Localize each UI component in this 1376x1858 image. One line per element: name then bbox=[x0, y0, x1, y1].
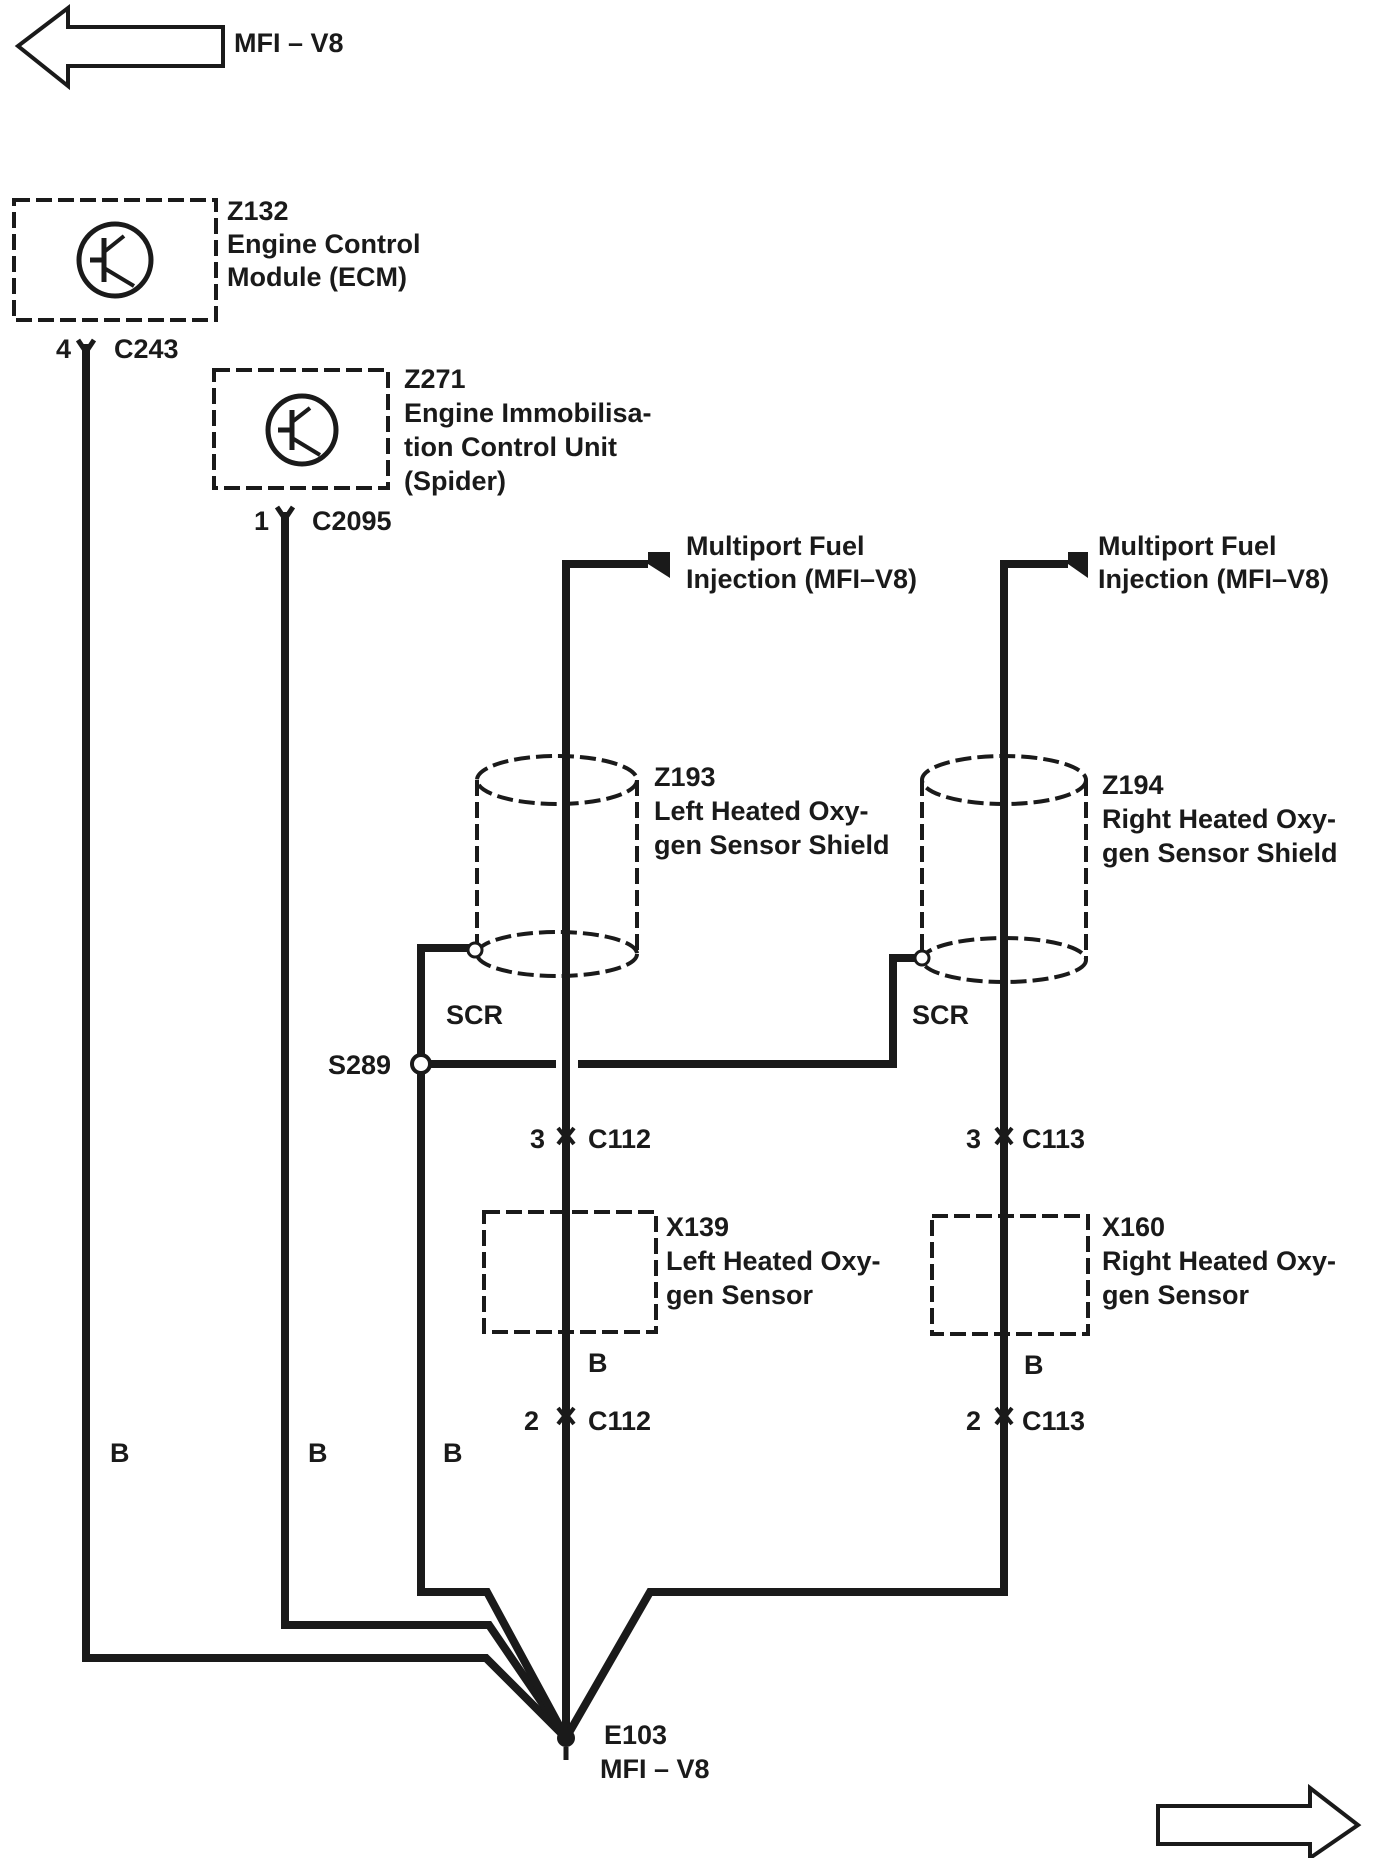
left-shield-line2: gen Sensor Shield bbox=[654, 830, 890, 860]
right-mfi-arrowhead bbox=[1068, 552, 1088, 578]
mfi-right-line1: Multiport Fuel bbox=[1098, 531, 1276, 561]
immobiliser-name-line2: tion Control Unit bbox=[404, 432, 617, 462]
right-arrow-icon[interactable] bbox=[1156, 1783, 1362, 1858]
left-upper-pin: 3 bbox=[530, 1124, 545, 1154]
ground-e103: E103 MFI – V8 bbox=[557, 1720, 710, 1784]
immobiliser-name-line1: Engine Immobilisa- bbox=[404, 398, 652, 428]
right-sensor-box bbox=[930, 1214, 1090, 1336]
immobiliser-connector: C2095 bbox=[312, 506, 392, 536]
right-sensor-line2: gen Sensor bbox=[1102, 1280, 1250, 1310]
right-upper-connector-id: C113 bbox=[1022, 1124, 1085, 1154]
ground-line1: MFI – V8 bbox=[600, 1754, 710, 1784]
ecm-box bbox=[12, 198, 218, 322]
splice-point bbox=[410, 1053, 432, 1075]
mfi-right-line2: Injection (MFI–V8) bbox=[1098, 564, 1329, 594]
right-sensor: X160 Right Heated Oxy- gen Sensor B bbox=[930, 1212, 1336, 1380]
right-lower-connector-id: C113 bbox=[1022, 1406, 1085, 1436]
immobiliser-id: Z271 bbox=[404, 364, 466, 394]
left-sensor: X139 Left Heated Oxy- gen Sensor B bbox=[482, 1210, 881, 1378]
transistor-icon bbox=[265, 393, 339, 467]
mfi-right-reference: Multiport Fuel Injection (MFI–V8) bbox=[1098, 531, 1329, 594]
right-sensor-id: X160 bbox=[1102, 1212, 1165, 1242]
shield-ground-wire bbox=[417, 948, 570, 1740]
left-lower-connector: 2 C112 bbox=[524, 1406, 651, 1436]
immobiliser-pin-connector bbox=[274, 505, 296, 524]
immobiliser-box bbox=[212, 368, 390, 490]
right-shield-id: Z194 bbox=[1102, 770, 1164, 800]
left-shield: Z193 Left Heated Oxy- gen Sensor Shield … bbox=[446, 754, 890, 1030]
ground-icon bbox=[557, 1729, 575, 1747]
immobiliser-name-line3: (Spider) bbox=[404, 466, 506, 496]
ecm-connector: C243 bbox=[114, 334, 179, 364]
right-shield-line1: Right Heated Oxy- bbox=[1102, 804, 1336, 834]
wires bbox=[82, 344, 1068, 1741]
left-sensor-id: X139 bbox=[666, 1212, 729, 1242]
left-sensor-line2: gen Sensor bbox=[666, 1280, 814, 1310]
right-sensor-line1: Right Heated Oxy- bbox=[1102, 1246, 1336, 1276]
splice-id: S289 bbox=[328, 1050, 391, 1080]
splice-s289: S289 bbox=[328, 1050, 432, 1080]
ecm-pin: 4 bbox=[56, 334, 71, 364]
immobiliser-wire-color: B bbox=[308, 1438, 328, 1468]
mfi-left-line1: Multiport Fuel bbox=[686, 531, 864, 561]
left-upper-connector: 3 C112 bbox=[530, 1124, 651, 1154]
left-lower-connector-id: C112 bbox=[588, 1406, 651, 1436]
immobiliser-module: Z271 Engine Immobilisa- tion Control Uni… bbox=[212, 364, 652, 536]
left-arrow-icon[interactable] bbox=[14, 3, 225, 91]
left-shield-id: Z193 bbox=[654, 762, 716, 792]
ecm-name-line2: Module (ECM) bbox=[227, 262, 407, 292]
ecm-wire-color: B bbox=[110, 1438, 130, 1468]
shield-wire-color: B bbox=[443, 1438, 463, 1468]
immobiliser-ground-wire bbox=[281, 512, 570, 1741]
left-shield-drain-point bbox=[466, 941, 484, 959]
right-shield-drain-label: SCR bbox=[912, 1000, 969, 1030]
left-lower-pin: 2 bbox=[524, 1406, 539, 1436]
next-page-nav[interactable] bbox=[1156, 1783, 1362, 1858]
mfi-left-line2: Injection (MFI–V8) bbox=[686, 564, 917, 594]
right-shield-line2: gen Sensor Shield bbox=[1102, 838, 1338, 868]
prev-page-nav[interactable]: MFI – V8 bbox=[14, 3, 344, 91]
mfi-left-reference: Multiport Fuel Injection (MFI–V8) bbox=[686, 531, 917, 594]
right-shield: Z194 Right Heated Oxy- gen Sensor Shield… bbox=[912, 754, 1338, 1030]
left-sensor-wire-color: B bbox=[588, 1348, 608, 1378]
left-shield-line1: Left Heated Oxy- bbox=[654, 796, 869, 826]
right-lower-pin: 2 bbox=[966, 1406, 981, 1436]
right-sensor-wire bbox=[562, 560, 1068, 1740]
immobiliser-pin: 1 bbox=[254, 506, 269, 536]
left-sensor-line1: Left Heated Oxy- bbox=[666, 1246, 881, 1276]
right-shield-drain-point bbox=[913, 949, 931, 967]
left-shield-drain-label: SCR bbox=[446, 1000, 503, 1030]
left-upper-connector-id: C112 bbox=[588, 1124, 651, 1154]
right-upper-connector: 3 C113 bbox=[966, 1124, 1085, 1154]
right-upper-pin: 3 bbox=[966, 1124, 981, 1154]
ecm-module: Z132 Engine Control Module (ECM) 4 C243 bbox=[12, 196, 420, 364]
s289-link-b bbox=[578, 954, 918, 1068]
ecm-name-line1: Engine Control bbox=[227, 229, 420, 259]
ecm-id: Z132 bbox=[227, 196, 289, 226]
right-sensor-wire-color: B bbox=[1024, 1350, 1044, 1380]
right-lower-connector: 2 C113 bbox=[966, 1406, 1085, 1436]
transistor-icon bbox=[76, 221, 154, 299]
ground-id: E103 bbox=[604, 1720, 667, 1750]
prev-page-label[interactable]: MFI – V8 bbox=[234, 28, 344, 58]
ecm-ground-wire bbox=[82, 344, 569, 1741]
left-sensor-wire bbox=[562, 560, 648, 1738]
left-mfi-arrowhead bbox=[648, 552, 670, 578]
ecm-pin-connector bbox=[75, 338, 97, 357]
